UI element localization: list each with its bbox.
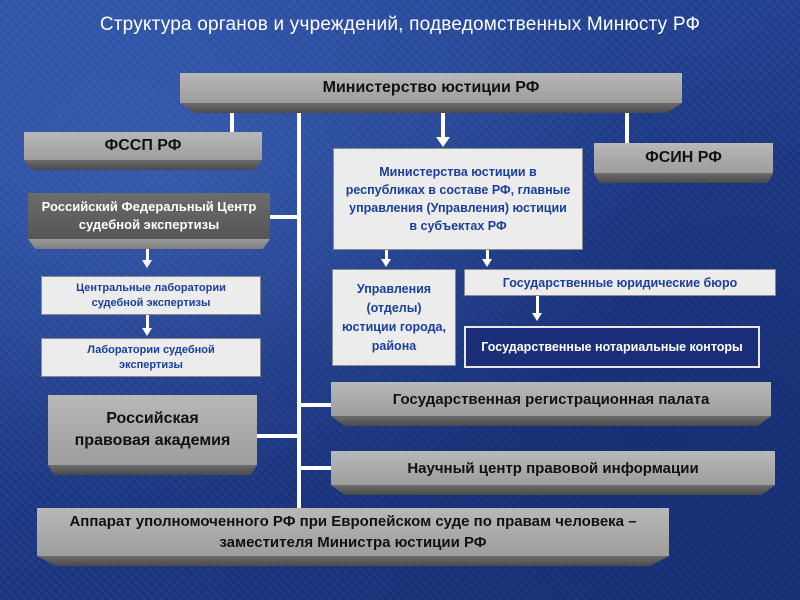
arrow-to-regional [436, 137, 450, 147]
connector-central-down [146, 315, 149, 329]
connector-fsin-vertical [625, 112, 629, 144]
connector-bureaus-down [536, 296, 539, 314]
rfcse-label: Российский Федеральный Центр судебной эк… [41, 199, 257, 232]
legal-info-center-label: Научный центр правовой информации [407, 459, 699, 477]
labs-box: Лаборатории судебной экспертизы [41, 338, 261, 377]
legal-info-center-box: Научный центр правовой информации [331, 451, 775, 485]
labs-label: Лаборатории судебной экспертизы [87, 343, 215, 371]
ombudsman-box: Аппарат уполномоченного РФ при Европейск… [37, 508, 669, 556]
notary-offices-label: Государственные нотариальные конторы [481, 340, 743, 354]
connector-rfcse [270, 215, 297, 219]
arrow-to-city-departments [381, 259, 391, 267]
central-labs-label: Центральные лаборатории судебной эксперт… [76, 281, 226, 309]
notary-offices-box: Государственные нотариальные конторы [464, 326, 760, 368]
registration-chamber-box: Государственная регистрационная палата [331, 382, 771, 416]
rfcse-box: Российский Федеральный Центр судебной эк… [28, 193, 270, 239]
ministry-label: Министерство юстиции РФ [322, 79, 540, 96]
trunk-line [297, 112, 301, 510]
arrow-to-notary-offices [532, 313, 542, 321]
connector-regional-vertical [441, 112, 445, 137]
page-title: Структура органов и учреждений, подведом… [99, 14, 701, 35]
connector-info-center [301, 466, 331, 470]
connector-rfcse-down [146, 247, 149, 261]
legal-bureaus-box: Государственные юридические бюро [464, 269, 776, 296]
arrow-to-labs [142, 328, 152, 336]
connector-fssp-vertical [230, 112, 234, 132]
central-labs-box: Центральные лаборатории судебной эксперт… [41, 276, 261, 315]
regional-ministries-label: Министерства юстиции в республиках в сос… [345, 165, 571, 233]
arrow-to-central-labs [142, 260, 152, 268]
fssp-label: ФССП РФ [104, 137, 182, 154]
arrow-to-legal-bureaus [482, 259, 492, 267]
fssp-box: ФССП РФ [24, 132, 262, 160]
connector-registration [301, 403, 331, 407]
connector-regional-left-down [385, 250, 388, 260]
connector-regional-right-down [486, 250, 489, 260]
fsin-label: ФСИН РФ [645, 149, 722, 166]
ombudsman-label: Аппарат уполномоченного РФ при Европейск… [69, 513, 637, 551]
ministry-box: Министерство юстиции РФ [180, 73, 682, 103]
regional-ministries-box: Министерства юстиции в республиках в сос… [333, 148, 583, 250]
academy-label: Российская правовая академия [74, 410, 231, 449]
connector-academy [257, 434, 297, 438]
city-departments-label: Управления (отделы) юстиции города, райо… [342, 281, 446, 353]
academy-box: Российская правовая академия [48, 395, 257, 465]
legal-bureaus-label: Государственные юридические бюро [502, 275, 738, 290]
city-departments-box: Управления (отделы) юстиции города, райо… [332, 269, 456, 366]
registration-chamber-label: Государственная регистрационная палата [392, 390, 710, 408]
fsin-box: ФСИН РФ [594, 143, 773, 173]
